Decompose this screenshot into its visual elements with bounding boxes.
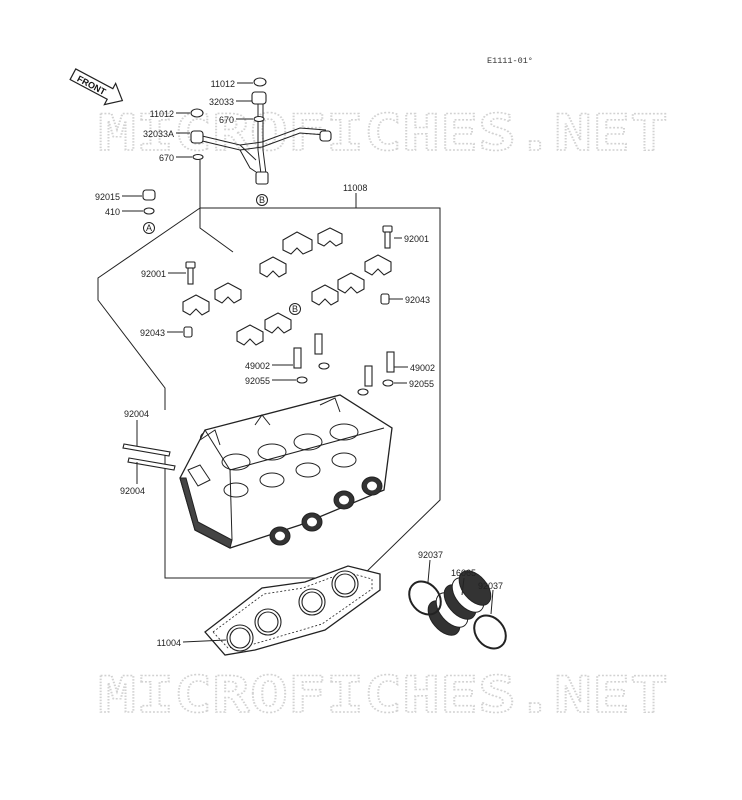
cap-nut-92015	[142, 189, 156, 201]
bolt-92001-left	[185, 261, 196, 285]
label-92004-bottom: 92004	[120, 486, 145, 496]
label-32033a: 32033A	[143, 129, 174, 139]
watermark-bottom: MICROFICHES.NET	[98, 666, 668, 724]
label-92055-right: 92055	[409, 379, 434, 389]
label-92043-right: 92043	[405, 295, 430, 305]
intake-ports	[269, 476, 383, 546]
valve-guides-49002	[293, 333, 395, 387]
svg-text:B: B	[292, 304, 298, 314]
studs-92004	[122, 443, 176, 471]
cap-11012-top	[253, 77, 267, 87]
assembly-boundary	[97, 160, 441, 579]
label-49002-right: 49002	[410, 363, 435, 373]
label-92055-left: 92055	[245, 376, 270, 386]
pipe-end-bottom	[255, 171, 269, 185]
callout-b-mid: B	[289, 303, 301, 315]
hose-clamp-92037-right	[473, 614, 507, 650]
label-92015: 92015	[95, 192, 120, 202]
label-92004-top: 92004	[124, 409, 149, 419]
label-670-right: 670	[219, 115, 234, 125]
washer-410	[143, 207, 155, 215]
svg-text:B: B	[259, 195, 265, 205]
washer-670-left	[192, 153, 204, 161]
hose-clamp-92037-left	[408, 580, 442, 616]
banjo-bolt-32033	[251, 91, 267, 105]
camshaft-caps	[182, 227, 392, 346]
label-32033: 32033	[209, 97, 234, 107]
diagram-code: E1111-01°	[487, 56, 533, 66]
label-11012-left: 11012	[150, 109, 174, 119]
bolt-92001-right	[382, 225, 393, 249]
pipe-end-right	[319, 130, 332, 142]
label-92001-right: 92001	[404, 234, 429, 244]
label-11004: 11004	[157, 638, 181, 648]
head-gasket-11004	[204, 565, 381, 656]
cap-11012-left	[190, 108, 204, 118]
label-11012-top: 11012	[211, 79, 235, 89]
label-49002-left: 49002	[245, 361, 270, 371]
label-670-left: 670	[159, 153, 174, 163]
oil-pipe-assembly	[190, 77, 332, 185]
label-16065: 16065	[451, 568, 476, 578]
label-410: 410	[105, 207, 120, 217]
leader-lines	[122, 82, 494, 643]
banjo-bolt-32033a	[190, 130, 204, 144]
label-92037-right: 92037	[478, 581, 503, 591]
cylinder-head-11008	[179, 394, 393, 549]
dowel-92043-left	[183, 326, 193, 338]
o-rings-92055	[296, 362, 394, 396]
label-11008: 11008	[343, 183, 367, 193]
callout-b-top: B	[256, 194, 268, 206]
label-92001-left: 92001	[141, 269, 166, 279]
svg-text:A: A	[146, 223, 152, 233]
washer-670-right	[253, 115, 265, 123]
carburetor-holder-16065	[427, 570, 492, 636]
dowel-92043-right	[380, 293, 390, 305]
callout-a-left: A	[143, 222, 155, 234]
label-92043-left: 92043	[140, 328, 165, 338]
label-92037-left: 92037	[418, 550, 443, 560]
